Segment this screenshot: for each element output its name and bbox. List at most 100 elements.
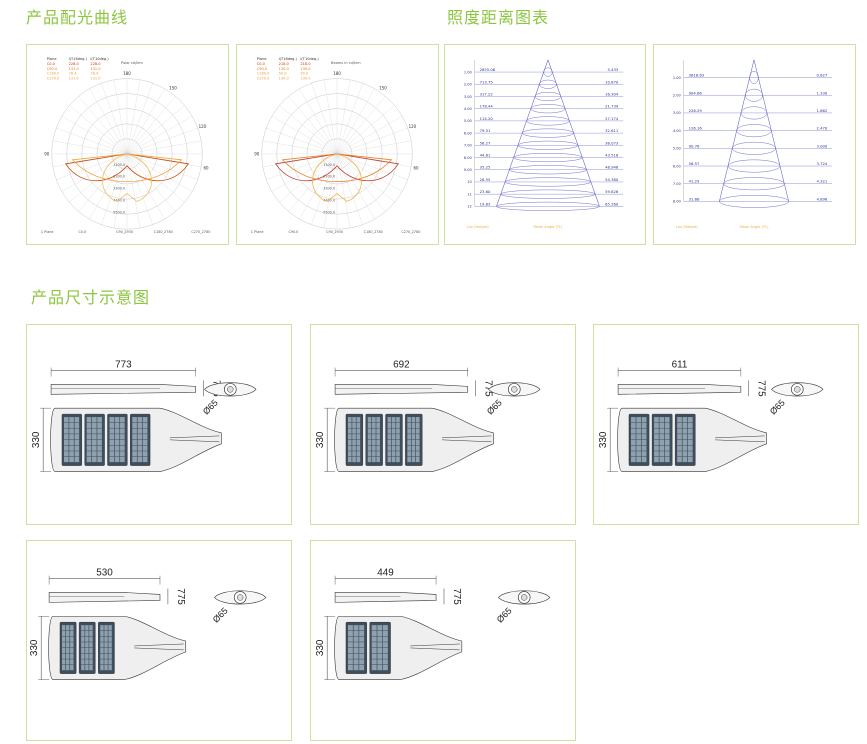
legend-cell: I(T16deg.) xyxy=(69,57,88,61)
polar-spoke xyxy=(271,153,338,192)
led-chip xyxy=(132,422,137,428)
legend-cell: 228.0 xyxy=(69,62,80,66)
led-chip xyxy=(359,636,365,642)
cone-height: 3.00 xyxy=(673,111,682,115)
led-chip xyxy=(382,653,388,659)
led-chip xyxy=(86,456,92,463)
led-chip xyxy=(356,445,361,451)
distribution-curve xyxy=(64,153,190,182)
led-chip xyxy=(371,647,377,654)
led-chip xyxy=(382,665,388,671)
led-chip xyxy=(630,439,636,446)
led-chip xyxy=(356,439,361,446)
cone-lux-value: 317.22 xyxy=(480,92,494,96)
led-chip xyxy=(352,445,356,451)
led-chip xyxy=(367,422,372,428)
legend-cell: C90.0 xyxy=(47,67,58,71)
led-chip xyxy=(120,417,125,423)
led-chip xyxy=(677,439,682,446)
led-chip xyxy=(636,445,642,451)
radial-value: 5500.0 xyxy=(323,210,335,214)
cone-diameter-value: 21.739 xyxy=(605,105,619,109)
led-chip xyxy=(630,451,636,457)
cone-height: 4.00 xyxy=(464,107,473,111)
led-chip xyxy=(677,451,682,457)
led-chip xyxy=(659,456,665,463)
led-chip xyxy=(142,445,148,451)
led-chip xyxy=(353,642,359,648)
led-chip xyxy=(664,434,670,440)
led-chip xyxy=(70,659,74,665)
cone-height: 3.00 xyxy=(464,95,473,99)
led-chip xyxy=(687,422,693,428)
led-chip xyxy=(387,417,392,423)
led-chip xyxy=(641,428,647,434)
led-chip xyxy=(61,665,66,671)
heading-light-distribution: 产品配光曲线 xyxy=(26,8,129,27)
polar-spoke xyxy=(336,83,363,154)
led-chip xyxy=(376,434,380,440)
led-chip xyxy=(120,422,125,428)
led-chip xyxy=(659,417,665,423)
led-chip xyxy=(687,451,693,457)
led-chip xyxy=(108,630,112,637)
led-chip xyxy=(630,417,636,423)
legend-cell: 218.0 xyxy=(300,62,311,66)
led-chip xyxy=(387,456,392,463)
cone-lux-value: 41.29 xyxy=(689,180,700,184)
led-chip xyxy=(85,625,89,631)
led-chip xyxy=(69,417,74,423)
led-chip xyxy=(137,434,143,440)
polar-spoke xyxy=(126,116,193,155)
led-chip xyxy=(92,445,97,451)
polar-spoke xyxy=(336,116,403,155)
polar-spoke xyxy=(89,153,128,220)
cone-lux-value: 2855.06 xyxy=(480,68,496,72)
led-chip xyxy=(377,647,383,654)
led-chip xyxy=(630,428,636,434)
led-chip xyxy=(92,417,97,423)
led-chip xyxy=(347,642,353,648)
led-chip xyxy=(100,665,104,671)
led-chip xyxy=(104,636,108,642)
pole-socket-inner xyxy=(511,386,518,393)
polar-spoke xyxy=(126,88,165,154)
led-chip xyxy=(81,647,85,654)
unit-label: Beams in cd/klm xyxy=(331,61,361,65)
cone-lux-value: 28.55 xyxy=(480,178,491,182)
led-chip xyxy=(372,417,376,423)
led-chip xyxy=(396,422,400,428)
led-chip xyxy=(120,456,125,463)
led-chip xyxy=(377,659,383,665)
led-chip xyxy=(359,642,365,648)
polar-spoke xyxy=(61,153,128,192)
led-chip xyxy=(66,647,70,654)
polar-spoke xyxy=(336,88,375,154)
cone-height: 11 xyxy=(467,192,472,196)
legend-cell: 130.0 xyxy=(300,67,311,71)
led-chip xyxy=(92,439,97,446)
led-chip xyxy=(100,647,104,654)
cone-edge-left xyxy=(496,59,549,207)
led-chip xyxy=(89,636,93,642)
led-chip xyxy=(108,659,112,665)
led-chip xyxy=(97,439,102,446)
led-chip xyxy=(387,428,392,434)
legend-cell: C180.0 xyxy=(257,72,270,76)
led-chip xyxy=(132,428,137,434)
angle-label: 150 xyxy=(379,86,387,91)
led-chip xyxy=(92,422,97,428)
width-label: 330 xyxy=(31,431,42,448)
led-chip xyxy=(654,456,659,463)
led-chip xyxy=(371,630,377,637)
led-chip xyxy=(376,439,380,446)
led-chip xyxy=(677,422,682,428)
led-chip xyxy=(682,439,688,446)
led-chip xyxy=(81,659,85,665)
led-chip xyxy=(81,642,85,648)
